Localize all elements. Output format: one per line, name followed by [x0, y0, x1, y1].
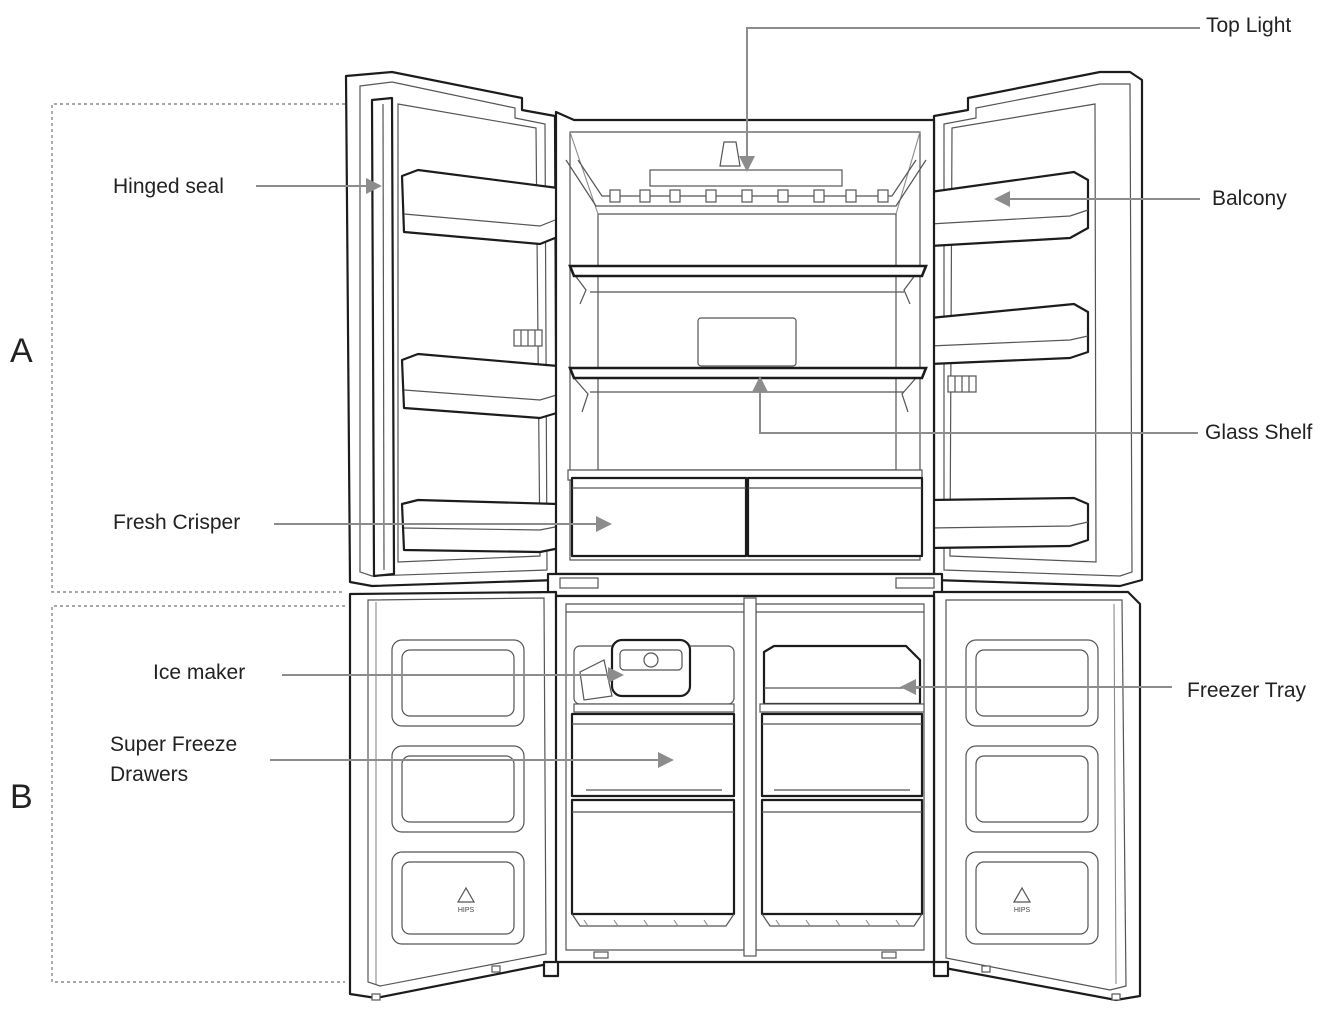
lower-left-door-panels [391, 639, 525, 945]
leader-glass-shelf [752, 376, 1198, 434]
label-freezer-tray: Freezer Tray [1187, 679, 1307, 702]
ice-maker [573, 638, 735, 713]
center-divider [546, 572, 944, 598]
leader-hinged-seal [256, 178, 382, 194]
lower-right-door-panels [965, 639, 1099, 945]
freezer-compartment [542, 594, 950, 978]
label-super-freeze-line1: Super Freeze [110, 733, 237, 756]
leader-super-freeze [270, 752, 674, 768]
section-label-a: A [10, 332, 33, 370]
label-glass-shelf: Glass Shelf [1205, 421, 1313, 444]
leader-freezer-tray [900, 679, 1172, 695]
left-door-bins [400, 168, 562, 554]
lower-right-door: HIPS [932, 590, 1142, 1002]
recycle-code-left: HIPS [458, 907, 475, 914]
section-bracket-a [51, 103, 345, 593]
label-balcony: Balcony [1212, 187, 1287, 210]
recycle-code-right: HIPS [1014, 907, 1031, 914]
leader-balcony [994, 191, 1200, 207]
label-top-light: Top Light [1206, 14, 1291, 37]
leader-ice-maker [282, 667, 624, 683]
section-bracket-b [51, 605, 345, 983]
right-door-balconies [928, 170, 1090, 550]
leader-fresh-crisper [274, 516, 612, 532]
section-label-b: B [10, 778, 33, 816]
freezer-tray [759, 644, 925, 713]
label-ice-maker: Ice maker [153, 661, 245, 684]
leader-top-light [739, 27, 1200, 172]
lower-left-door: HIPS [348, 590, 560, 1001]
label-hinged-seal: Hinged seal [113, 175, 224, 198]
label-super-freeze-line2: Drawers [110, 763, 188, 786]
recycle-icon: HIPS [456, 886, 476, 914]
fridge-compartment [554, 110, 936, 576]
super-freeze-drawers [570, 712, 924, 927]
recycle-icon: HIPS [1012, 886, 1032, 914]
fresh-crispers [567, 469, 924, 558]
glass-shelves [568, 264, 928, 393]
light-vents [609, 189, 889, 203]
label-fresh-crisper: Fresh Crisper [113, 511, 240, 534]
